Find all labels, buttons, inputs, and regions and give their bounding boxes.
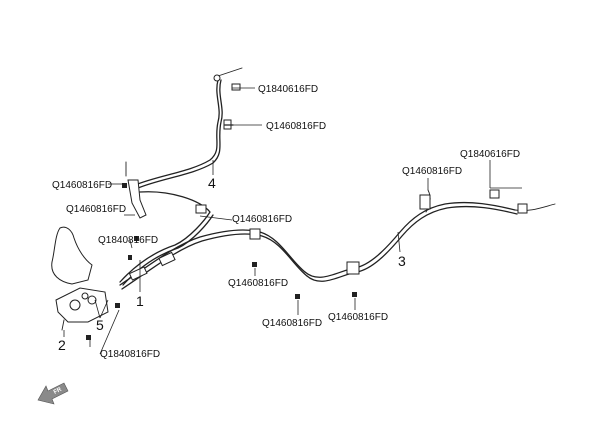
bolt-icon bbox=[252, 262, 257, 267]
bolt-icon bbox=[134, 236, 139, 241]
part-number-2: 2 bbox=[58, 337, 66, 353]
fastener-label: Q1460816FD bbox=[328, 312, 388, 323]
cable-4 bbox=[134, 67, 243, 189]
fastener-label: Q1460816FD bbox=[266, 121, 326, 132]
bolt-icons bbox=[86, 124, 357, 340]
part-number-4: 4 bbox=[208, 175, 216, 191]
fastener-label: Q1460816FD bbox=[262, 318, 322, 329]
leader-lines bbox=[63, 87, 522, 355]
cable-3 bbox=[304, 189, 556, 282]
parking-brake-lever-2 bbox=[51, 226, 109, 331]
fastener-label: Q1460816FD bbox=[52, 180, 112, 191]
fastener-label: Q1840816FD bbox=[98, 235, 158, 246]
bolt-icon bbox=[122, 183, 127, 188]
part-callouts: 1 2 3 4 5 bbox=[58, 175, 406, 353]
cable-bracket bbox=[125, 161, 147, 219]
fastener-label: Q1840616FD bbox=[258, 84, 318, 95]
bolt-icon bbox=[295, 294, 300, 299]
fastener-label: Q1460816FD bbox=[402, 166, 462, 177]
bolt-icon bbox=[86, 335, 91, 340]
fastener-labels: Q1840616FD Q1460816FD Q1460816FD Q146081… bbox=[52, 84, 520, 360]
bolt-icon bbox=[352, 292, 357, 297]
fastener-label: Q1460816FD bbox=[228, 278, 288, 289]
front-direction-arrow-icon: FR bbox=[37, 382, 69, 405]
fastener-label: Q1840616FD bbox=[460, 149, 520, 160]
bolt-icon bbox=[115, 303, 120, 308]
bolt-icon bbox=[128, 255, 132, 260]
fastener-label: Q1460816FD bbox=[66, 204, 126, 215]
fr-label: FR bbox=[53, 386, 63, 395]
fastener-label: Q1840816FD bbox=[100, 349, 160, 360]
part-number-5: 5 bbox=[96, 317, 104, 333]
part-number-3: 3 bbox=[398, 253, 406, 269]
fastener-label: Q1460816FD bbox=[232, 214, 292, 225]
part-number-1: 1 bbox=[136, 293, 144, 309]
